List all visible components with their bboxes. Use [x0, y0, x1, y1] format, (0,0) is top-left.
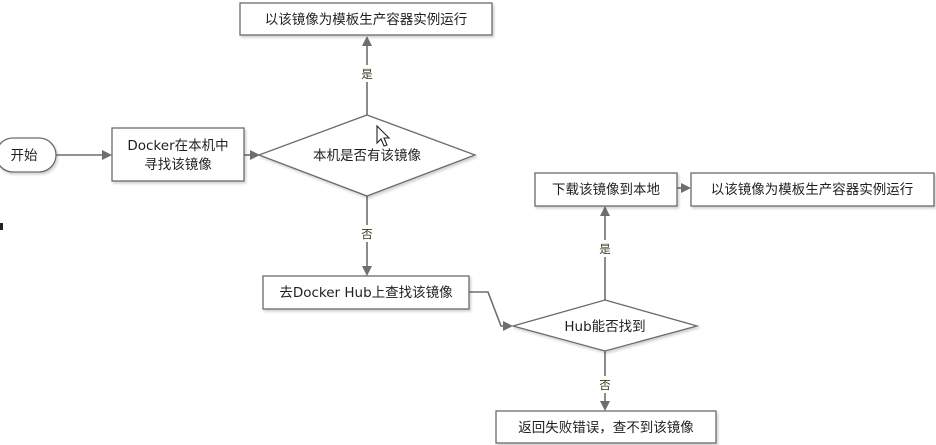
run-container-top-label: 以该镜像为模板生产容器实例运行 — [265, 11, 468, 28]
download-to-local-label: 下载该镜像到本地 — [552, 182, 660, 198]
edge-label-local-yes: 是 — [361, 67, 373, 81]
return-failure-label: 返回失败错误，查不到该镜像 — [518, 420, 694, 436]
docker-search-local-label-line1: Docker在本机中 — [127, 138, 228, 154]
download-to-local-node[interactable]: 下载该镜像到本地 — [534, 172, 678, 207]
mouse-pointer-icon — [376, 124, 391, 147]
local-has-image-decision[interactable]: 本机是否有该镜像 — [257, 114, 477, 197]
edge-label-hub-no: 否 — [599, 378, 611, 392]
search-docker-hub-node[interactable]: 去Docker Hub上查找该镜像 — [262, 275, 470, 310]
edge-label-hub-yes: 是 — [599, 242, 611, 256]
docker-search-local-label-line2: 寻找该镜像 — [144, 157, 212, 173]
start-node-label: 开始 — [11, 148, 38, 164]
run-container-right-node[interactable]: 以该镜像为模板生产容器实例运行 — [690, 172, 935, 207]
run-container-right-label: 以该镜像为模板生产容器实例运行 — [711, 181, 914, 198]
hub-found-label: Hub能否找到 — [564, 319, 645, 335]
start-node[interactable]: 开始 — [0, 137, 57, 173]
edge-hub-search-to-hub-decision — [469, 291, 513, 331]
hub-found-decision[interactable]: Hub能否找到 — [510, 299, 700, 352]
edge-label-local-no: 否 — [361, 227, 373, 241]
local-has-image-label: 本机是否有该镜像 — [313, 148, 421, 164]
search-docker-hub-label: 去Docker Hub上查找该镜像 — [279, 285, 453, 301]
return-failure-node[interactable]: 返回失败错误，查不到该镜像 — [495, 410, 717, 444]
docker-search-local-node[interactable]: Docker在本机中 寻找该镜像 — [111, 127, 245, 182]
edge-artifact-mark — [0, 223, 3, 230]
run-container-top-node[interactable]: 以该镜像为模板生产容器实例运行 — [239, 2, 493, 36]
